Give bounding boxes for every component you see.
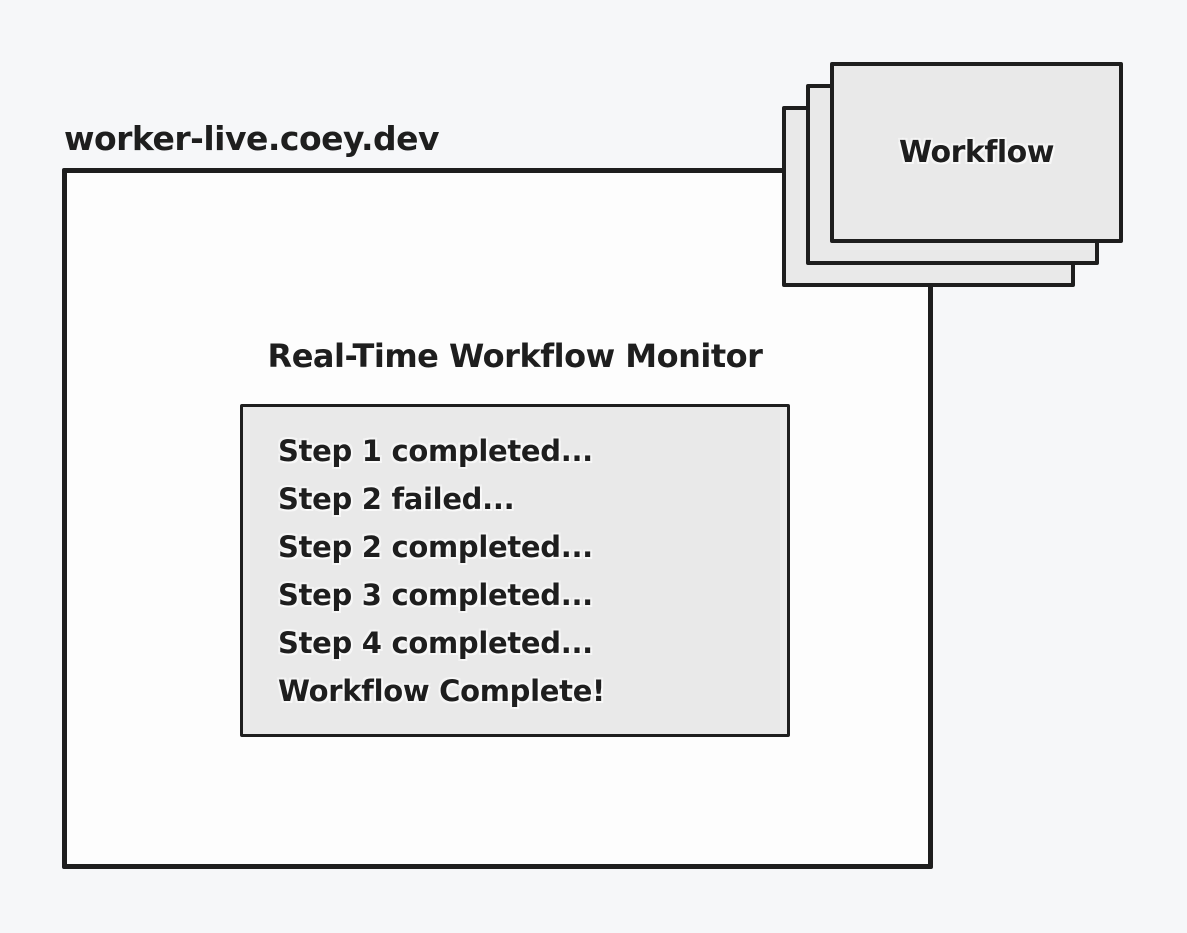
log-line: Step 2 completed...: [278, 530, 593, 564]
workflow-card-label: Workflow: [898, 135, 1055, 170]
log-line: Step 4 completed...: [278, 626, 593, 660]
log-line: Step 3 completed...: [278, 578, 593, 612]
workflow-card-front: Workflow: [830, 62, 1123, 243]
workflow-log-box: Step 1 completed... Step 2 failed... Ste…: [240, 404, 790, 737]
log-line: Step 2 failed...: [278, 482, 515, 516]
log-line: Workflow Complete!: [278, 674, 605, 708]
log-line: Step 1 completed...: [278, 434, 593, 468]
site-url-label: worker-live.coey.dev: [64, 119, 440, 158]
monitor-title: Real-Time Workflow Monitor: [267, 337, 763, 375]
